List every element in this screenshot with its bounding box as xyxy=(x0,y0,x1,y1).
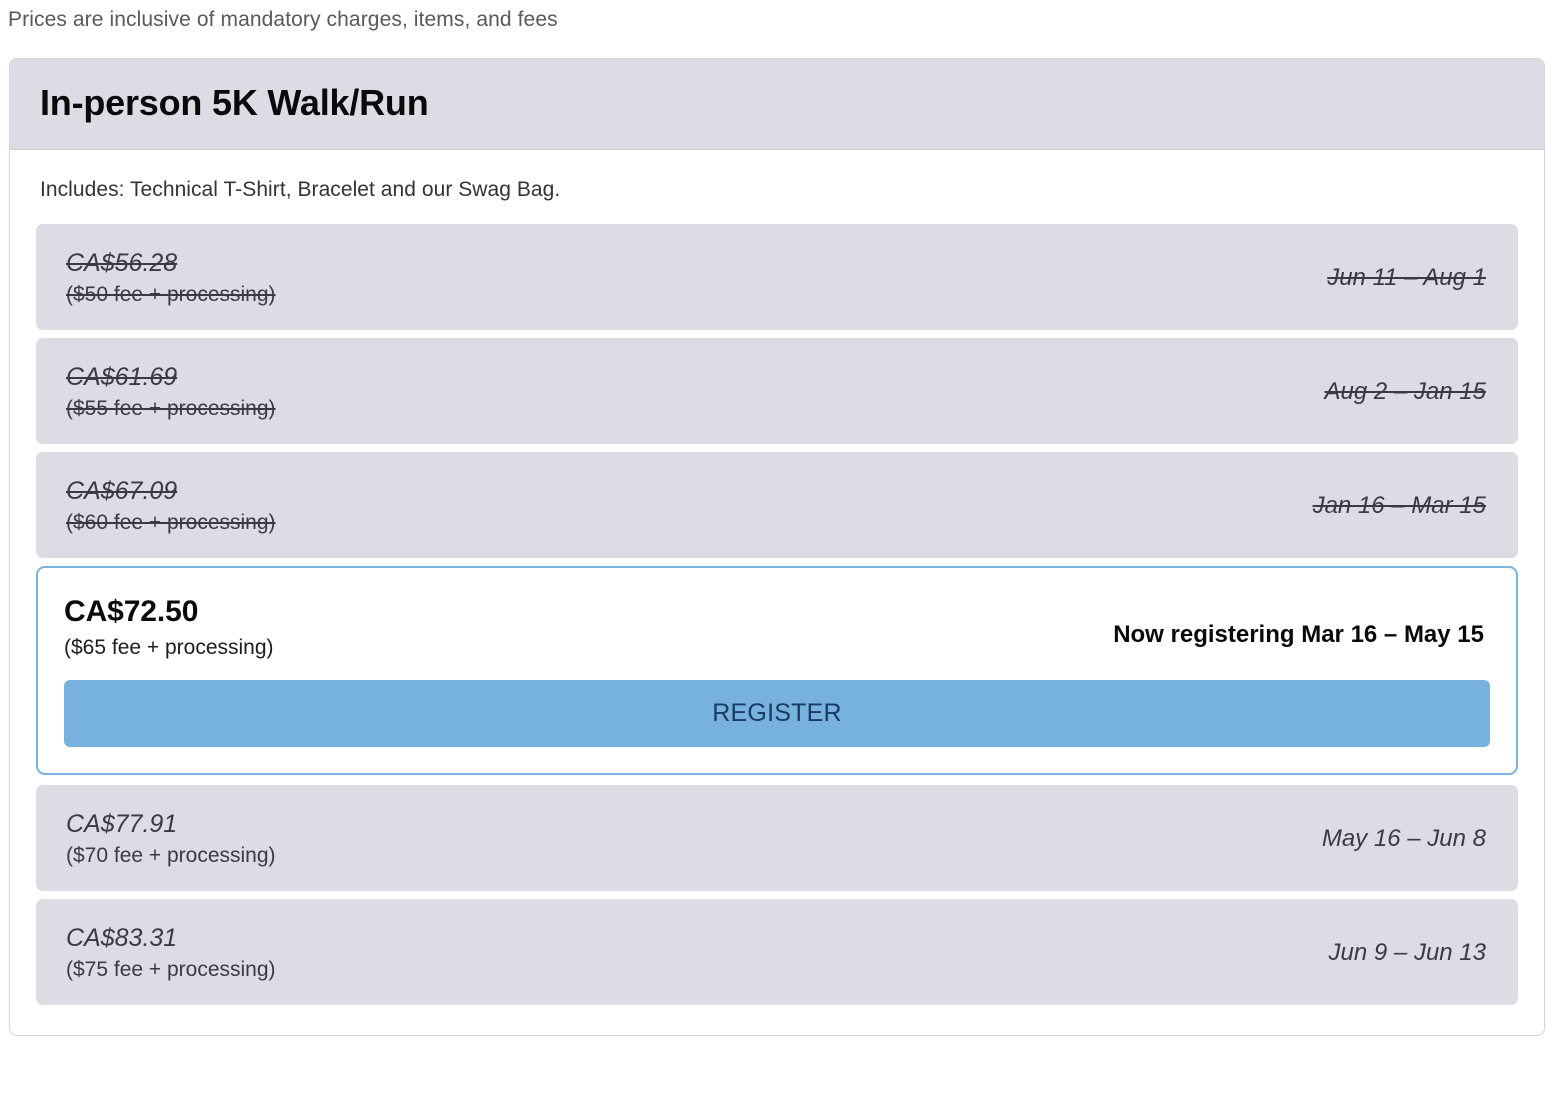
tier-price-group: CA$67.09 ($60 fee + processing) xyxy=(66,474,276,538)
active-tier-header: CA$72.50 ($65 fee + processing) Now regi… xyxy=(64,592,1490,664)
tier-price-group: CA$72.50 ($65 fee + processing) xyxy=(64,592,274,664)
tier-fee-note: ($55 fee + processing) xyxy=(66,397,276,420)
tier-price-group: CA$83.31 ($75 fee + processing) xyxy=(66,921,276,985)
tier-amount: CA$77.91 xyxy=(66,810,178,838)
tier-price-group: CA$56.28 ($50 fee + processing) xyxy=(66,246,276,310)
tier-amount: CA$61.69 xyxy=(66,363,178,391)
card-header: In-person 5K Walk/Run xyxy=(10,59,1544,150)
product-card: In-person 5K Walk/Run Includes: Technica… xyxy=(9,58,1545,1036)
page-title: In-person 5K Walk/Run xyxy=(40,82,429,123)
pricing-tier-row: CA$67.09 ($60 fee + processing) Jan 16 –… xyxy=(36,452,1518,558)
tier-date-range: Aug 2 – Jan 15 xyxy=(1324,378,1486,405)
tier-amount: CA$72.50 xyxy=(64,595,199,628)
tier-amount: CA$67.09 xyxy=(66,477,178,505)
tier-fee-note: ($65 fee + processing) xyxy=(64,636,274,659)
pricing-tier-row-active[interactable]: CA$72.50 ($65 fee + processing) Now regi… xyxy=(36,566,1518,775)
pricing-tier-row: CA$83.31 ($75 fee + processing) Jun 9 – … xyxy=(36,899,1518,1005)
pricing-tier-row: CA$77.91 ($70 fee + processing) May 16 –… xyxy=(36,785,1518,891)
tier-price-group: CA$77.91 ($70 fee + processing) xyxy=(66,807,276,871)
tier-fee-note: ($50 fee + processing) xyxy=(66,283,276,306)
tier-amount: CA$56.28 xyxy=(66,249,178,277)
includes-description: Includes: Technical T-Shirt, Bracelet an… xyxy=(40,178,561,201)
tier-amount: CA$83.31 xyxy=(66,924,178,952)
tier-fee-note: ($75 fee + processing) xyxy=(66,958,276,981)
tier-fee-note: ($70 fee + processing) xyxy=(66,844,276,867)
card-body: Includes: Technical T-Shirt, Bracelet an… xyxy=(10,150,1544,1035)
tier-fee-note: ($60 fee + processing) xyxy=(66,511,276,534)
tier-date-range: Jun 9 – Jun 13 xyxy=(1328,939,1486,966)
now-registering-label: Now registering Mar 16 – May 15 xyxy=(1113,621,1484,648)
tier-date-range: May 16 – Jun 8 xyxy=(1321,825,1486,852)
pricing-tier-row: CA$56.28 ($50 fee + processing) Jun 11 –… xyxy=(36,224,1518,330)
register-button[interactable]: REGISTER xyxy=(64,680,1490,747)
pricing-tier-list: CA$56.28 ($50 fee + processing) Jun 11 –… xyxy=(36,224,1518,1005)
tier-date-range: Jan 16 – Mar 15 xyxy=(1312,492,1486,519)
prices-inclusive-note: Prices are inclusive of mandatory charge… xyxy=(8,8,558,31)
pricing-tier-row: CA$61.69 ($55 fee + processing) Aug 2 – … xyxy=(36,338,1518,444)
tier-date-range: Jun 11 – Aug 1 xyxy=(1327,264,1486,291)
tier-price-group: CA$61.69 ($55 fee + processing) xyxy=(66,360,276,424)
